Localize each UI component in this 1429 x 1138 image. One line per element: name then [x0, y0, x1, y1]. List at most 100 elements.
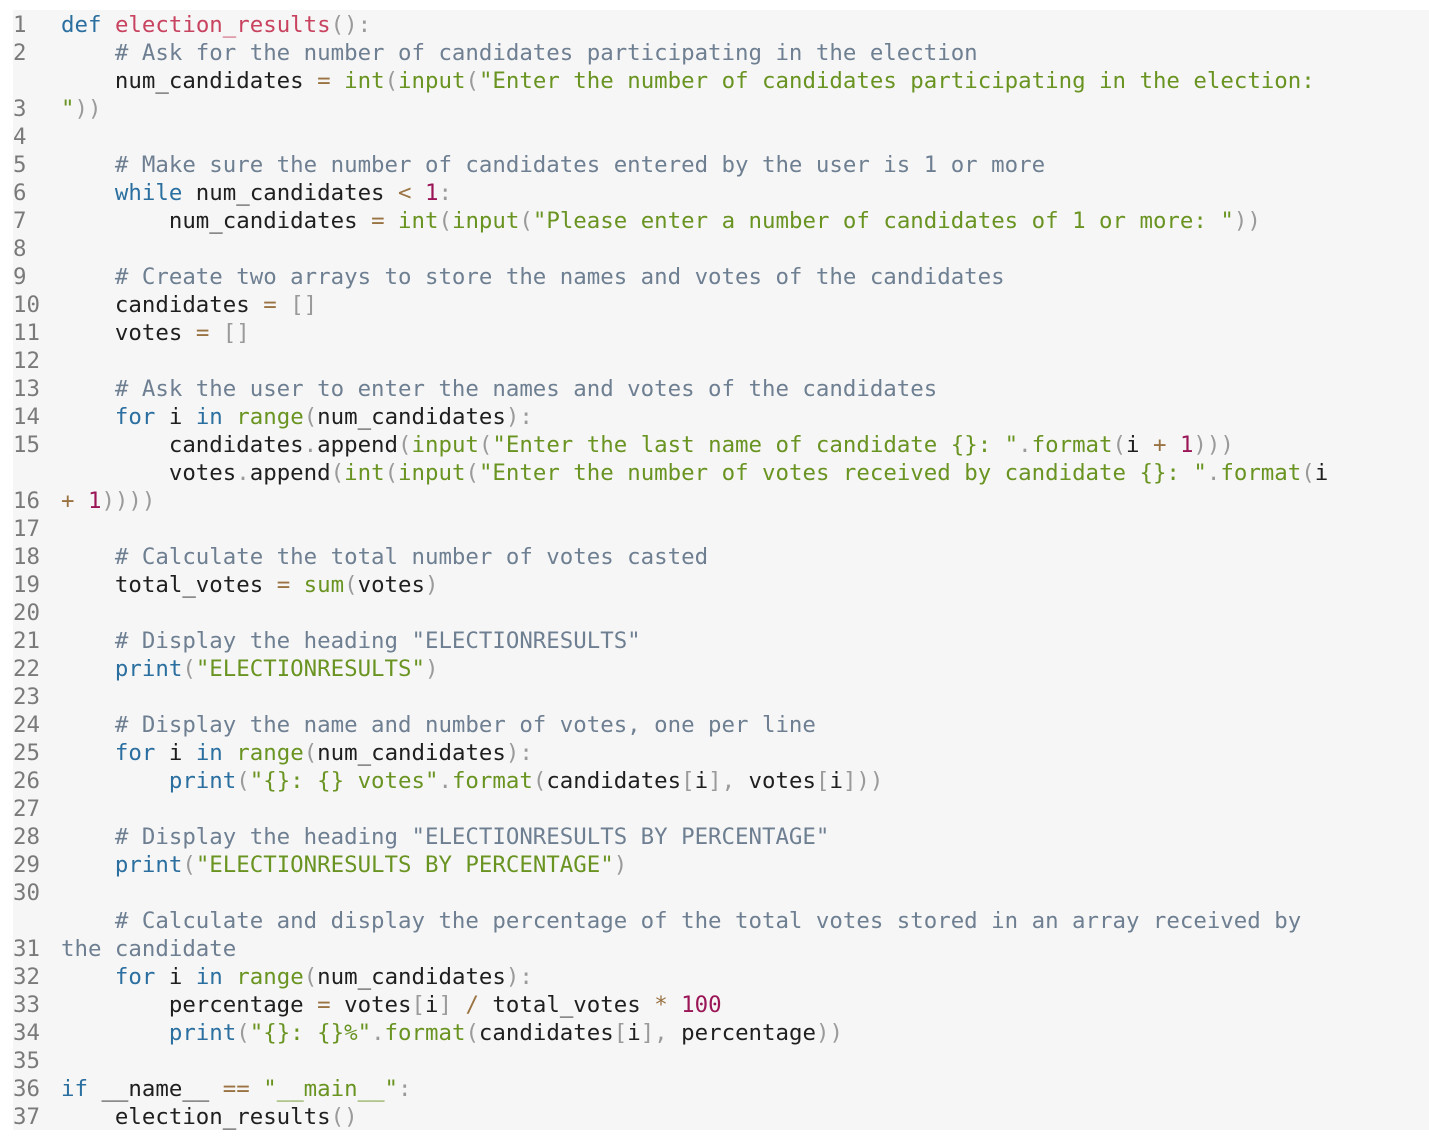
line-number: 28	[13, 824, 40, 850]
line-number: 32	[13, 964, 40, 990]
code-token	[290, 572, 303, 598]
code-token: total_votes	[61, 572, 277, 598]
code-token: +	[1152, 432, 1167, 458]
code-token: i	[1126, 432, 1153, 458]
code-token: :	[438, 180, 452, 206]
code-token: ()	[330, 1104, 358, 1130]
code-token: print	[168, 768, 237, 794]
code-token: 100	[681, 992, 722, 1018]
code-token: candidates	[61, 292, 264, 318]
code-token: i	[694, 768, 709, 794]
code-token: .	[1018, 432, 1032, 458]
code-text: # Calculate the total number of votes ca…	[61, 543, 708, 571]
code-token: =	[263, 292, 277, 318]
code-token: (	[330, 460, 345, 486]
line-number: 20	[13, 600, 40, 626]
code-token: )))	[1193, 432, 1234, 458]
code-token: in	[195, 404, 223, 430]
code-token	[385, 208, 398, 234]
code-token: if	[61, 1076, 88, 1102]
code-token: (	[384, 68, 399, 94]
code-token: (	[438, 208, 452, 234]
code-token: (	[1301, 460, 1315, 486]
code-token	[101, 12, 114, 38]
line-number: 8	[13, 236, 27, 262]
line-number: 9	[13, 264, 27, 290]
code-token: num_candidates	[61, 68, 318, 94]
code-token: /	[465, 992, 479, 1018]
code-token: "{}: {} votes"	[249, 768, 439, 794]
code-token: ))	[815, 1020, 843, 1046]
code-text: election_results()	[61, 1103, 358, 1131]
line-number: 29	[13, 852, 40, 878]
code-token: range	[236, 404, 304, 430]
code-token	[61, 264, 115, 290]
code-text: total_votes = sum(votes)	[61, 571, 439, 599]
code-token: =	[371, 208, 385, 234]
code-token: (	[344, 572, 358, 598]
code-token: candidates	[61, 432, 304, 458]
code-token: []	[290, 292, 318, 318]
code-token: 1	[87, 488, 102, 514]
code-token: int	[344, 68, 385, 94]
code-token: ==	[222, 1076, 250, 1102]
code-token: votes	[61, 320, 196, 346]
code-token: sum	[303, 572, 345, 598]
code-text: for i in range(num_candidates):	[61, 963, 533, 991]
code-text: num_candidates = int(input("Enter the nu…	[61, 67, 1315, 95]
code-token: for	[114, 964, 156, 990]
code-token: =	[317, 992, 331, 1018]
code-token: ],	[708, 768, 736, 794]
line-number: 19	[13, 572, 40, 598]
code-token: ):	[505, 740, 533, 766]
code-token	[223, 740, 236, 766]
code-token: ):	[505, 964, 533, 990]
code-text: percentage = votes[i] / total_votes * 10…	[61, 991, 722, 1019]
code-token: "{}: {}%"	[249, 1020, 372, 1046]
line-number: 30	[13, 880, 40, 906]
code-token: "Enter the last name of candidate {}: "	[492, 432, 1019, 458]
code-token: votes	[357, 572, 425, 598]
code-token: range	[236, 964, 304, 990]
code-token: "Please enter a number of candidates of …	[532, 208, 1234, 234]
code-token: int	[398, 208, 439, 234]
code-token: format	[1031, 432, 1113, 458]
code-token	[209, 320, 222, 346]
code-token: def	[61, 12, 102, 38]
line-number: 33	[13, 992, 40, 1018]
code-token: (	[465, 460, 479, 486]
code-token: i	[627, 1020, 641, 1046]
line-number: 3	[13, 96, 27, 122]
code-token: num_candidates	[317, 404, 506, 430]
code-token	[331, 68, 344, 94]
code-token: ):	[505, 404, 533, 430]
code-text: # Display the heading "ELECTIONRESULTS"	[61, 627, 641, 655]
code-token: while	[114, 180, 183, 206]
code-token	[61, 908, 115, 934]
line-number: 24	[13, 712, 40, 738]
code-token: (	[398, 432, 412, 458]
code-token: i	[425, 992, 439, 1018]
code-token: ))	[1233, 208, 1261, 234]
code-token	[412, 180, 425, 206]
code-token: ))))	[101, 488, 156, 514]
code-token: i	[155, 964, 196, 990]
line-number: 1	[13, 12, 27, 38]
line-number: 26	[13, 768, 40, 794]
code-token: [	[411, 992, 425, 1018]
code-token: .	[303, 432, 318, 458]
code-token: __name__	[87, 1076, 223, 1102]
code-token: election_results	[114, 12, 331, 38]
line-number: 4	[13, 124, 27, 150]
code-token	[61, 740, 115, 766]
code-token: ]	[438, 992, 452, 1018]
line-number: 27	[13, 796, 40, 822]
code-text: candidates.append(input("Enter the last …	[61, 431, 1234, 459]
code-token: +	[61, 488, 75, 514]
code-token: )	[424, 656, 439, 682]
code-token	[61, 40, 115, 66]
code-token: (	[303, 740, 318, 766]
code-token: percentage	[667, 1020, 816, 1046]
code-token: =	[276, 572, 291, 598]
